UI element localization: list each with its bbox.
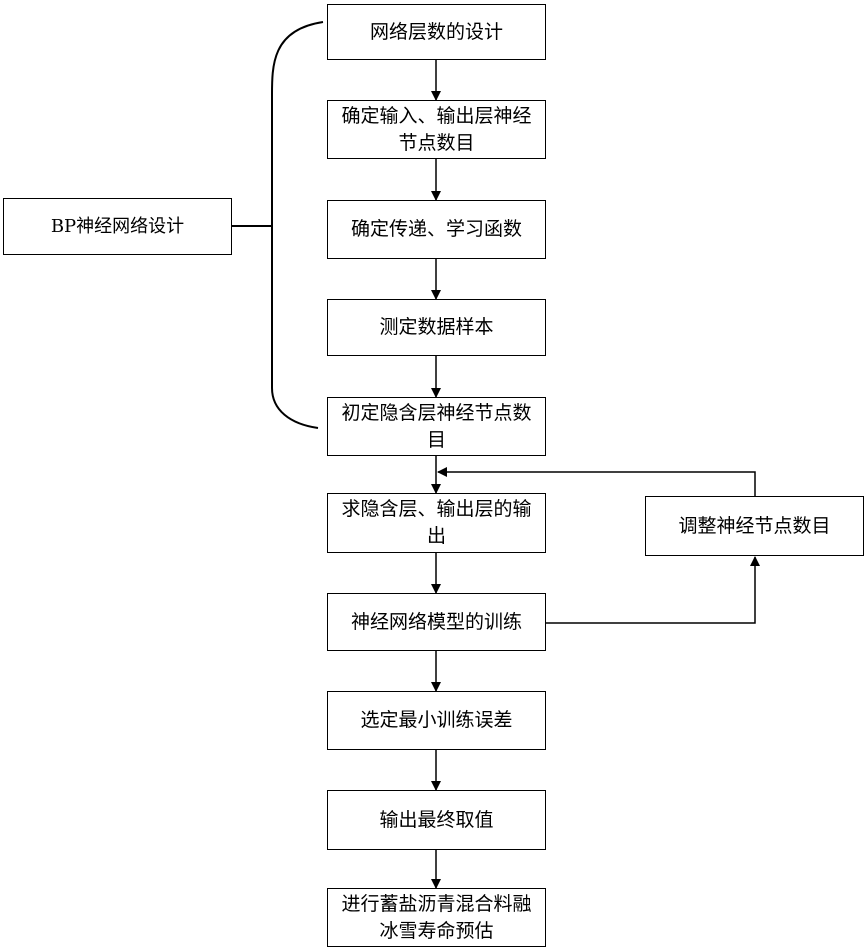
grouping-brace <box>272 22 323 428</box>
feedback-to-adjust <box>546 557 755 623</box>
step-8-label: 选定最小训练误差 <box>360 707 512 734</box>
adjust-nodes-label: 调整神经节点数目 <box>678 513 830 540</box>
bp-network-design-label: BP神经网络设计 <box>51 213 184 240</box>
step-6-box: 求隐含层、输出层的输出 <box>327 493 546 553</box>
step-8-box: 选定最小训练误差 <box>327 691 546 750</box>
step-7-label: 神经网络模型的训练 <box>351 609 522 636</box>
step-4-box: 测定数据样本 <box>327 299 546 356</box>
step-5-box: 初定隐含层神经节点数目 <box>327 397 546 456</box>
step-3-label: 确定传递、学习函数 <box>351 216 522 243</box>
step-6-label: 求隐含层、输出层的输出 <box>338 496 535 550</box>
step-10-label: 进行蓄盐沥青混合料融冰雪寿命预估 <box>338 891 535 945</box>
step-4-label: 测定数据样本 <box>379 314 493 341</box>
step-7-box: 神经网络模型的训练 <box>327 593 546 651</box>
step-1-box: 网络层数的设计 <box>327 4 546 60</box>
step-1-label: 网络层数的设计 <box>370 19 503 46</box>
step-10-box: 进行蓄盐沥青混合料融冰雪寿命预估 <box>327 888 546 947</box>
step-9-box: 输出最终取值 <box>327 790 546 850</box>
adjust-nodes-box: 调整神经节点数目 <box>645 496 864 556</box>
step-2-label: 确定输入、输出层神经节点数目 <box>338 103 535 157</box>
bp-network-design-box: BP神经网络设计 <box>3 198 232 255</box>
step-5-label: 初定隐含层神经节点数目 <box>338 400 535 454</box>
step-3-box: 确定传递、学习函数 <box>327 200 546 259</box>
step-9-label: 输出最终取值 <box>379 807 493 834</box>
step-2-box: 确定输入、输出层神经节点数目 <box>327 100 546 159</box>
